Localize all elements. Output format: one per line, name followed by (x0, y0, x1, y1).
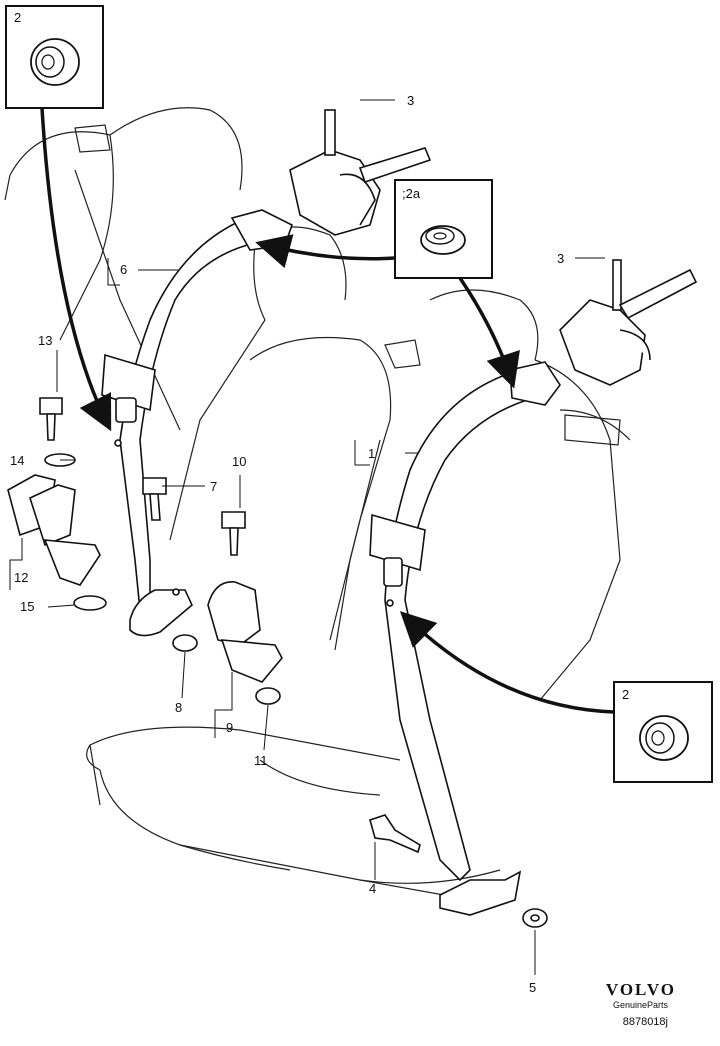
grommet-box-2-right (613, 681, 713, 783)
callout-5: 5 (529, 980, 536, 995)
callout-10: 10 (232, 454, 246, 469)
left-seat-belt (101, 109, 432, 637)
callout-11: 11 (254, 753, 268, 768)
grommet-box-2a (394, 179, 493, 279)
grommet-box-2-top (5, 5, 104, 109)
callout-7: 7 (210, 479, 217, 494)
callout-1: 1 (368, 446, 375, 461)
callout-4: 4 (369, 881, 376, 896)
callout-9: 9 (226, 720, 233, 735)
callout-12: 12 (14, 570, 28, 585)
callout-6: 6 (120, 262, 127, 277)
callout-14: 14 (10, 453, 24, 468)
leader-lines (9, 99, 605, 975)
callout-2-top: 2 (14, 10, 21, 25)
right-seat-belt (369, 259, 698, 928)
seat-outline (4, 107, 631, 906)
genuine-parts-label: GenuineParts (612, 1000, 668, 1010)
callout-13: 13 (38, 333, 52, 348)
callout-2-right: 2 (622, 687, 629, 702)
callout-2a: ;2a (402, 186, 421, 201)
callout-3-right: 3 (557, 251, 564, 266)
buckle-assemblies (7, 397, 283, 705)
callout-arrows (40, 107, 615, 714)
diagram-code: 8878018j (622, 1016, 668, 1028)
callout-15: 15 (20, 599, 34, 614)
callout-8: 8 (175, 700, 182, 715)
volvo-logo-text: VOLVO (605, 980, 676, 999)
callout-3-top: 3 (407, 93, 414, 108)
callout-labels: 2 ;2a 2 3 3 1 6 13 14 7 10 12 15 8 9 11 … (10, 10, 629, 995)
